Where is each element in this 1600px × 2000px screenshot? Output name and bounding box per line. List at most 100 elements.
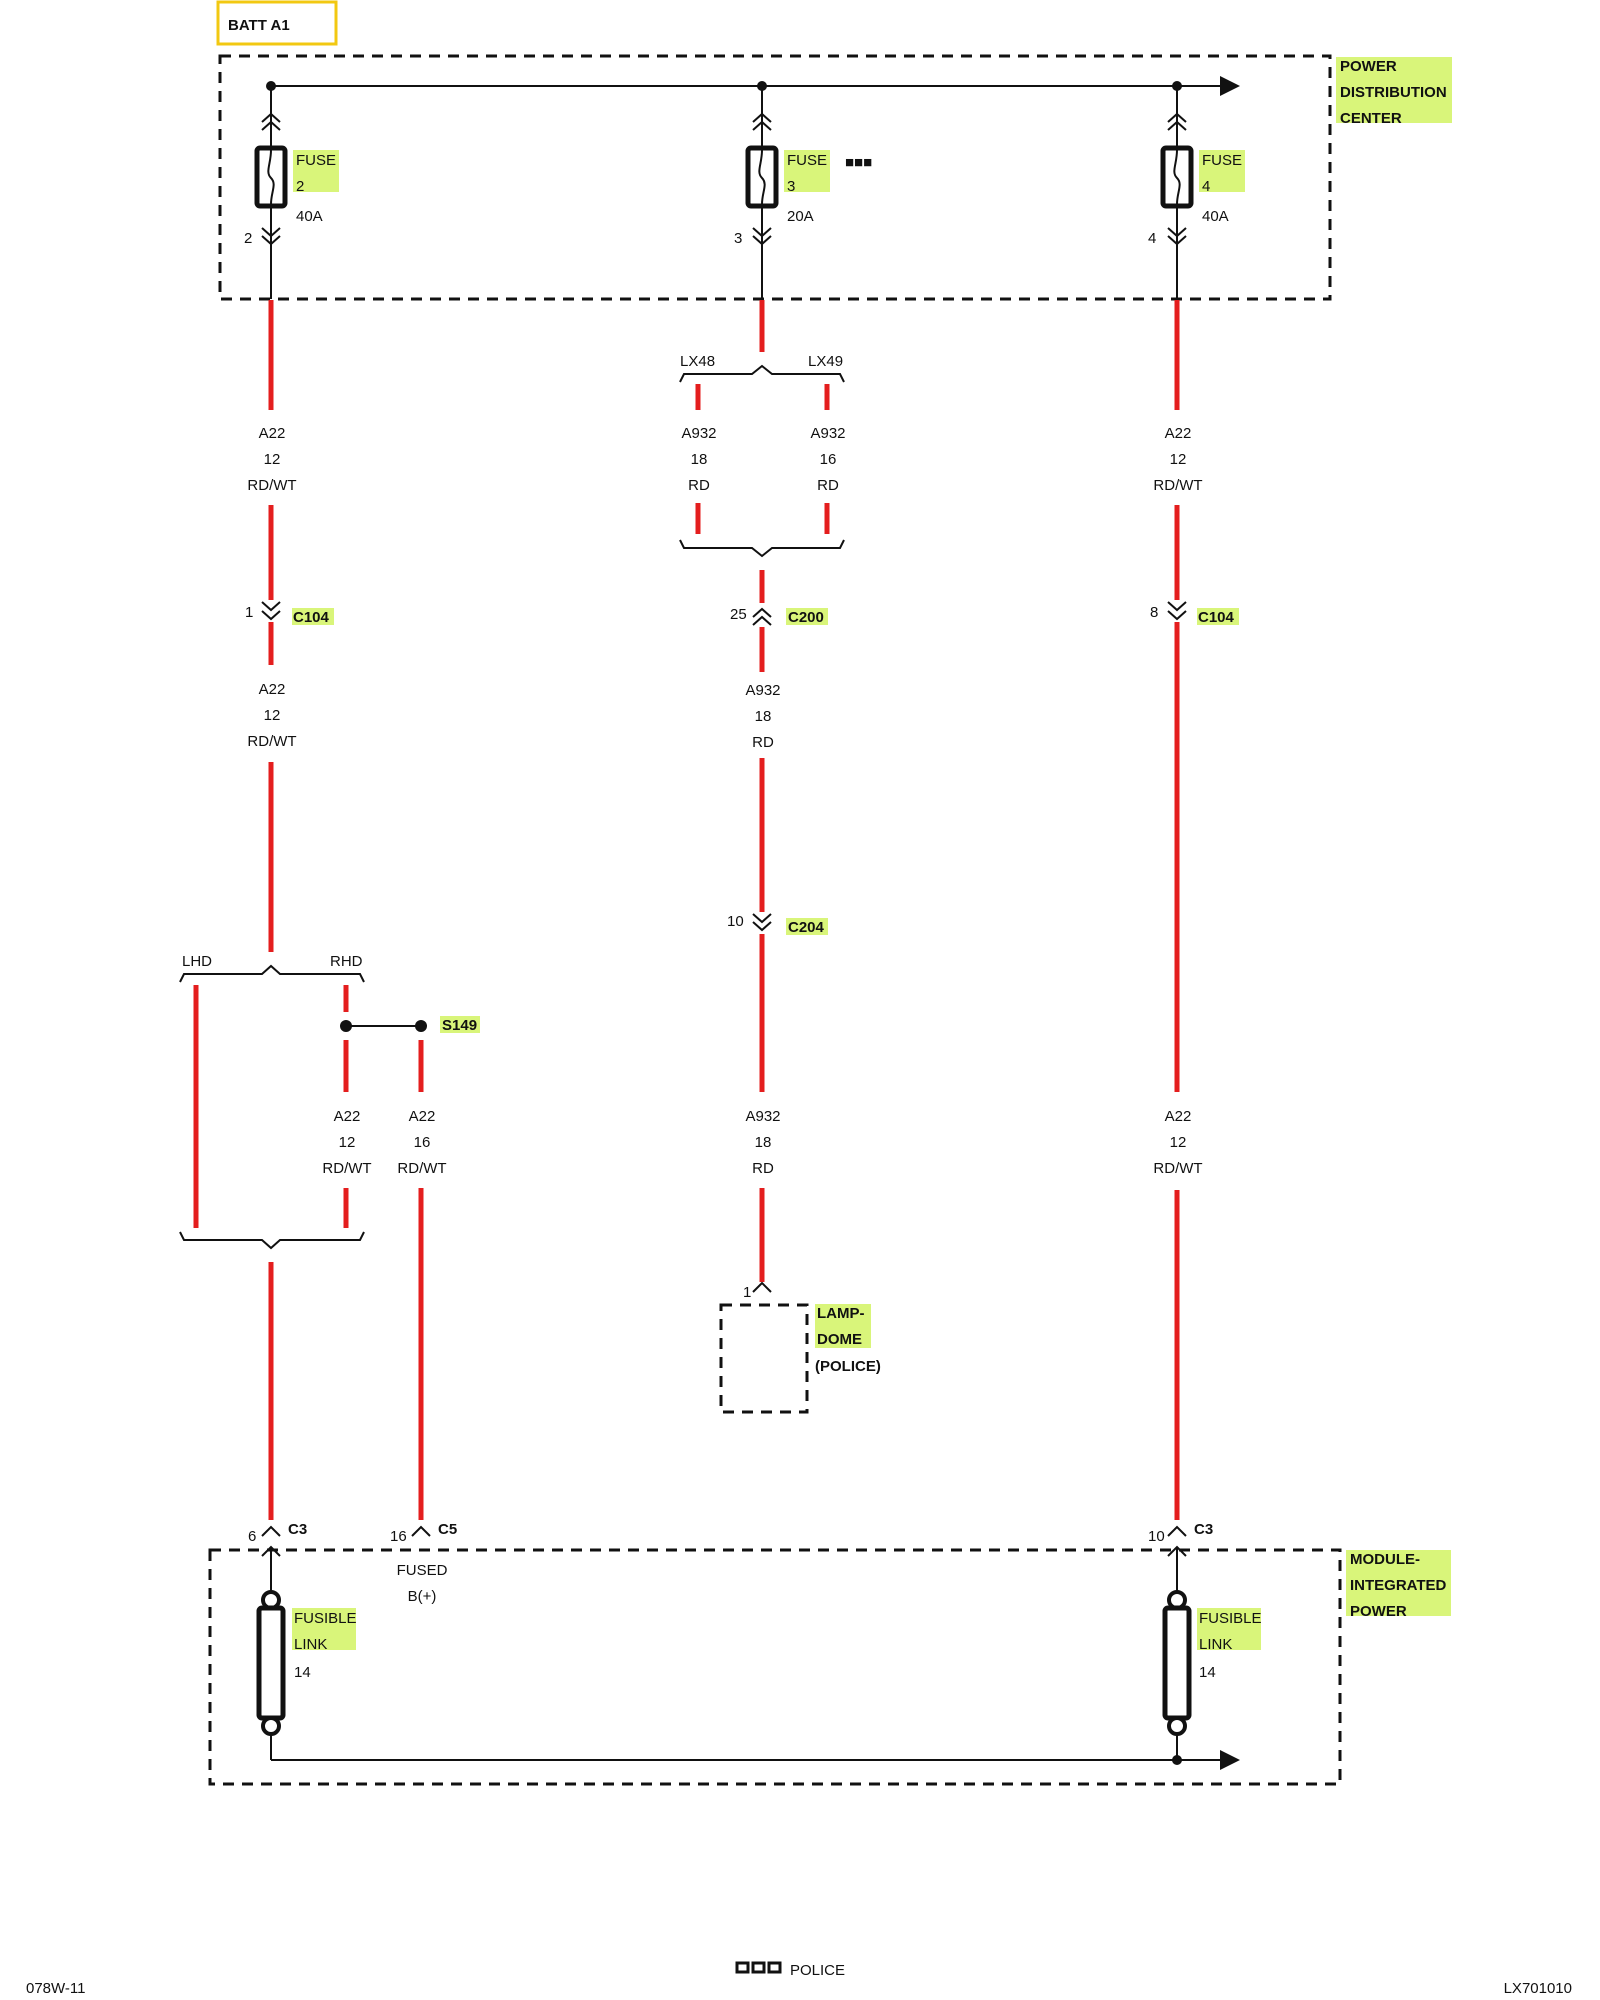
svg-text:2: 2 bbox=[296, 178, 304, 195]
svg-text:6: 6 bbox=[248, 1528, 256, 1545]
police-legend: POLICE bbox=[735, 1961, 845, 1979]
fusible-link-right: FUSIBLE LINK 14 bbox=[1162, 1545, 1262, 1760]
fuse-3: FUSE 3 20A 3 ■■■ bbox=[734, 86, 872, 299]
connector-c3-left: 6 C3 bbox=[248, 1521, 307, 1545]
wire-label: A22 12 RD/WT A22 16 RD/WT bbox=[322, 1108, 446, 1177]
svg-text:POWER: POWER bbox=[1350, 1603, 1407, 1620]
svg-text:12: 12 bbox=[264, 451, 281, 468]
svg-text:MODULE-: MODULE- bbox=[1350, 1551, 1420, 1568]
svg-text:FUSE: FUSE bbox=[1202, 152, 1242, 169]
wire-label: A22 12 RD/WT bbox=[247, 425, 296, 494]
svg-text:RD/WT: RD/WT bbox=[247, 477, 296, 494]
svg-text:RD: RD bbox=[688, 477, 710, 494]
circuit-middle-a932: LX48 LX49 A932 18 RD A932 16 RD 25 C200 … bbox=[679, 300, 881, 1414]
dome-lamp-box bbox=[719, 1303, 809, 1414]
svg-text:C104: C104 bbox=[293, 609, 330, 626]
dome-lamp-label: LAMP- DOME (POLICE) bbox=[815, 1304, 881, 1375]
svg-text:POWER: POWER bbox=[1340, 58, 1397, 75]
svg-text:14: 14 bbox=[294, 1664, 311, 1681]
svg-text:A22: A22 bbox=[1165, 425, 1192, 442]
svg-text:RHD: RHD bbox=[330, 953, 363, 970]
svg-text:3: 3 bbox=[787, 178, 795, 195]
svg-text:A22: A22 bbox=[1165, 1108, 1192, 1125]
wire-label: A22 12 RD/WT bbox=[1153, 425, 1202, 494]
svg-text:C3: C3 bbox=[1194, 1521, 1213, 1538]
svg-text:LINK: LINK bbox=[294, 1636, 327, 1653]
svg-text:RD/WT: RD/WT bbox=[247, 733, 296, 750]
svg-text:A22: A22 bbox=[259, 425, 286, 442]
svg-text:RD: RD bbox=[817, 477, 839, 494]
svg-text:12: 12 bbox=[264, 707, 281, 724]
svg-text:A22: A22 bbox=[259, 681, 286, 698]
fuse-2: FUSE 2 40A 2 bbox=[244, 86, 339, 299]
wire-label: A932 18 RD A932 16 RD bbox=[681, 425, 845, 494]
svg-text:LINK: LINK bbox=[1199, 1636, 1232, 1653]
svg-text:RD/WT: RD/WT bbox=[1153, 477, 1202, 494]
svg-text:POLICE: POLICE bbox=[790, 1962, 845, 1979]
svg-text:DOME: DOME bbox=[817, 1331, 862, 1348]
fuse-4: FUSE 4 40A 4 bbox=[1148, 86, 1245, 299]
svg-text:RD: RD bbox=[752, 734, 774, 751]
connector-c5: 16 C5 bbox=[390, 1521, 457, 1545]
connector-c204: 10 C204 bbox=[727, 913, 828, 936]
lhd-rhd-branch: LHD RHD bbox=[179, 953, 365, 983]
svg-text:12: 12 bbox=[339, 1134, 356, 1151]
svg-text:LHD: LHD bbox=[182, 953, 212, 970]
svg-text:A932: A932 bbox=[681, 425, 716, 442]
svg-text:25: 25 bbox=[730, 606, 747, 623]
svg-text:2: 2 bbox=[244, 230, 252, 247]
circuit-left-a22: A22 12 RD/WT 1 C104 A22 12 RD/WT LHD RHD bbox=[179, 300, 480, 1605]
svg-text:RD/WT: RD/WT bbox=[397, 1160, 446, 1177]
connector-c200: 25 C200 bbox=[730, 606, 828, 626]
fused-label: B(+) bbox=[408, 1588, 437, 1605]
circuit-right-a22: A22 12 RD/WT 8 C104 A22 12 RD/WT 10 C3 bbox=[1148, 300, 1239, 1545]
svg-text:12: 12 bbox=[1170, 1134, 1187, 1151]
batt-a1-label: BATT A1 bbox=[216, 0, 338, 46]
svg-text:DISTRIBUTION: DISTRIBUTION bbox=[1340, 84, 1447, 101]
splice-s149: S149 bbox=[442, 1017, 477, 1034]
fused-label: FUSED bbox=[397, 1562, 448, 1579]
power-distribution-center-label: POWER DISTRIBUTION CENTER bbox=[1336, 57, 1452, 127]
fusible-link-icon bbox=[256, 1605, 286, 1721]
wire-label: A932 18 RD bbox=[745, 682, 780, 751]
svg-text:10: 10 bbox=[1148, 1528, 1165, 1545]
svg-text:LX49: LX49 bbox=[808, 353, 843, 370]
svg-text:20A: 20A bbox=[787, 208, 814, 225]
svg-text:1: 1 bbox=[245, 604, 253, 621]
svg-text:A22: A22 bbox=[409, 1108, 436, 1125]
svg-text:4: 4 bbox=[1148, 230, 1156, 247]
svg-text:A932: A932 bbox=[745, 682, 780, 699]
integrated-power-module-box bbox=[208, 1548, 1342, 1786]
svg-text:FUSE: FUSE bbox=[296, 152, 336, 169]
svg-text:14: 14 bbox=[1199, 1664, 1216, 1681]
svg-text:18: 18 bbox=[755, 708, 772, 725]
svg-text:LX48: LX48 bbox=[680, 353, 715, 370]
svg-text:C204: C204 bbox=[788, 919, 825, 936]
svg-text:A932: A932 bbox=[745, 1108, 780, 1125]
wire-label: A22 12 RD/WT bbox=[1153, 1108, 1202, 1177]
svg-text:10: 10 bbox=[727, 913, 744, 930]
connector-c104-left: 1 C104 bbox=[245, 601, 334, 626]
fusible-link-left: FUSIBLE LINK 14 bbox=[256, 1545, 357, 1760]
wire-label: A932 18 RD bbox=[745, 1108, 780, 1177]
svg-text:1: 1 bbox=[743, 1284, 751, 1301]
svg-text:RD: RD bbox=[752, 1160, 774, 1177]
fusible-link-icon bbox=[1162, 1605, 1192, 1721]
svg-text:16: 16 bbox=[414, 1134, 431, 1151]
page-code-right: LX701010 bbox=[1504, 1980, 1572, 1997]
page-code-left: 078W-11 bbox=[26, 1980, 85, 1997]
svg-text:40A: 40A bbox=[296, 208, 323, 225]
svg-text:8: 8 bbox=[1150, 604, 1158, 621]
svg-text:A22: A22 bbox=[334, 1108, 361, 1125]
svg-text:C3: C3 bbox=[288, 1521, 307, 1538]
svg-text:18: 18 bbox=[691, 451, 708, 468]
svg-text:16: 16 bbox=[390, 1528, 407, 1545]
integrated-power-module-label: MODULE- INTEGRATED POWER bbox=[1346, 1550, 1451, 1620]
bus-junction-dot bbox=[1172, 1755, 1182, 1765]
svg-text:FUSE: FUSE bbox=[787, 152, 827, 169]
svg-text:3: 3 bbox=[734, 230, 742, 247]
svg-text:C5: C5 bbox=[438, 1521, 457, 1538]
svg-text:CENTER: CENTER bbox=[1340, 110, 1402, 127]
svg-text:4: 4 bbox=[1202, 178, 1210, 195]
